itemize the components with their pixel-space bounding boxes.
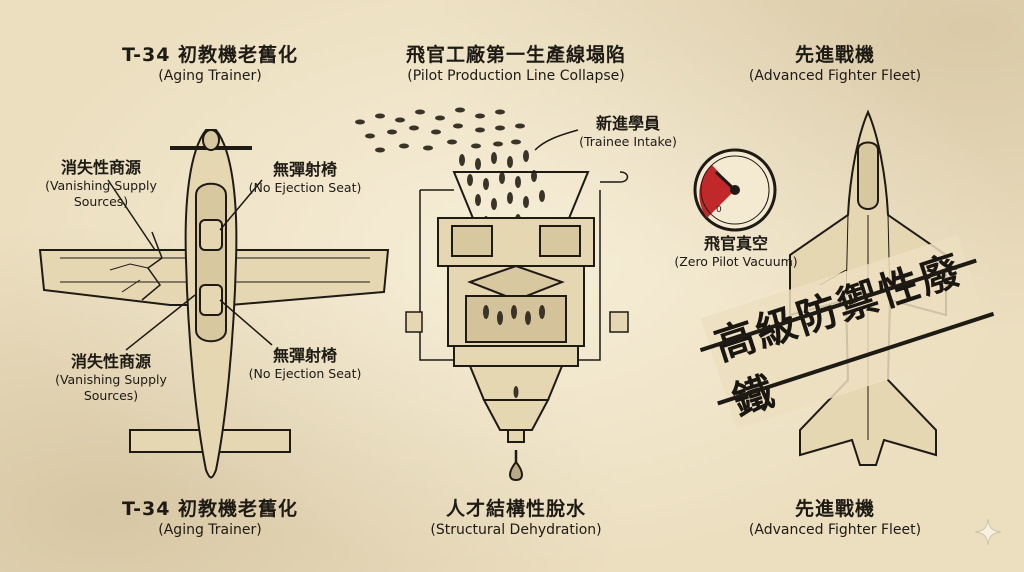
middle-top-title: 飛官工廠第一生產線塌陷 (Pilot Production Line Colla… bbox=[366, 44, 666, 85]
left-top-title: T-34 初教機老舊化 (Aging Trainer) bbox=[90, 44, 330, 85]
single-pilot-drop bbox=[509, 460, 523, 482]
right-bottom-title-zh: 先進戰機 bbox=[794, 498, 875, 520]
middle-bottom-title-en: (Structural Dehydration) bbox=[430, 521, 602, 538]
right-top-title: 先進戰機 (Advanced Fighter Fleet) bbox=[730, 44, 940, 85]
middle-bottom-title-zh: 人才結構性脫水 bbox=[445, 498, 586, 520]
fighter-canopy bbox=[857, 141, 879, 210]
t34-trainer-illustration bbox=[38, 129, 390, 479]
right-bottom-title-en: (Advanced Fighter Fleet) bbox=[748, 521, 922, 538]
trainee-intake-en: (Trainee Intake) bbox=[579, 134, 677, 149]
trainee-intake-label: 新進學員 (Trainee Intake) bbox=[568, 114, 688, 150]
callout-supply-upper-zh: 消失性商源 bbox=[60, 158, 141, 177]
callout-seat-upper-zh: 無彈射椅 bbox=[272, 160, 337, 179]
callout-seat-lower-zh: 無彈射椅 bbox=[272, 346, 337, 365]
pilot-factory-illustration bbox=[355, 107, 629, 482]
middle-top-title-en: (Pilot Production Line Collapse) bbox=[407, 67, 625, 84]
callout-vanishing-supply-upper: 消失性商源 (Vanishing Supply Sources) bbox=[36, 158, 166, 209]
gauge-reading: 0 bbox=[716, 205, 722, 215]
right-top-title-en: (Advanced Fighter Fleet) bbox=[748, 67, 922, 84]
right-top-title-zh: 先進戰機 bbox=[794, 44, 875, 66]
zero-pilot-vacuum-zh: 飛官真空 bbox=[703, 234, 768, 253]
callout-supply-upper-en1: (Vanishing Supply bbox=[45, 178, 157, 193]
right-bottom-title: 先進戰機 (Advanced Fighter Fleet) bbox=[730, 498, 940, 539]
callout-supply-lower-en1: (Vanishing Supply bbox=[55, 372, 167, 387]
middle-top-title-zh: 飛官工廠第一生產線塌陷 bbox=[405, 44, 626, 66]
factory-base bbox=[453, 345, 579, 367]
vacuum-gauge: 0 bbox=[693, 148, 777, 232]
zero-pilot-vacuum-en: (Zero Pilot Vacuum) bbox=[674, 254, 798, 269]
left-top-title-zh: T-34 初教機老舊化 bbox=[121, 44, 299, 66]
callout-vanishing-supply-lower: 消失性商源 (Vanishing Supply Sources) bbox=[46, 352, 176, 403]
middle-bottom-title: 人才結構性脫水 (Structural Dehydration) bbox=[406, 498, 626, 539]
callout-no-ejection-lower: 無彈射椅 (No Ejection Seat) bbox=[240, 346, 370, 382]
left-bottom-title-en: (Aging Trainer) bbox=[158, 521, 262, 538]
callout-no-ejection-upper: 無彈射椅 (No Ejection Seat) bbox=[240, 160, 370, 196]
callout-supply-upper-en2: Sources) bbox=[73, 193, 129, 209]
left-top-title-en: (Aging Trainer) bbox=[158, 67, 262, 84]
callout-seat-lower-en: (No Ejection Seat) bbox=[248, 366, 362, 381]
trainee-intake-zh: 新進學員 bbox=[595, 114, 660, 133]
callout-supply-lower-en2: Sources) bbox=[83, 387, 139, 403]
callout-seat-upper-en: (No Ejection Seat) bbox=[248, 180, 362, 195]
left-bottom-title-zh: T-34 初教機老舊化 bbox=[121, 498, 299, 520]
left-bottom-title: T-34 初教機老舊化 (Aging Trainer) bbox=[90, 498, 330, 539]
zero-pilot-vacuum-label: 飛官真空 (Zero Pilot Vacuum) bbox=[674, 234, 798, 270]
sparkle-icon bbox=[974, 518, 1002, 546]
callout-supply-lower-zh: 消失性商源 bbox=[70, 352, 151, 371]
t34-canopy bbox=[195, 182, 227, 343]
